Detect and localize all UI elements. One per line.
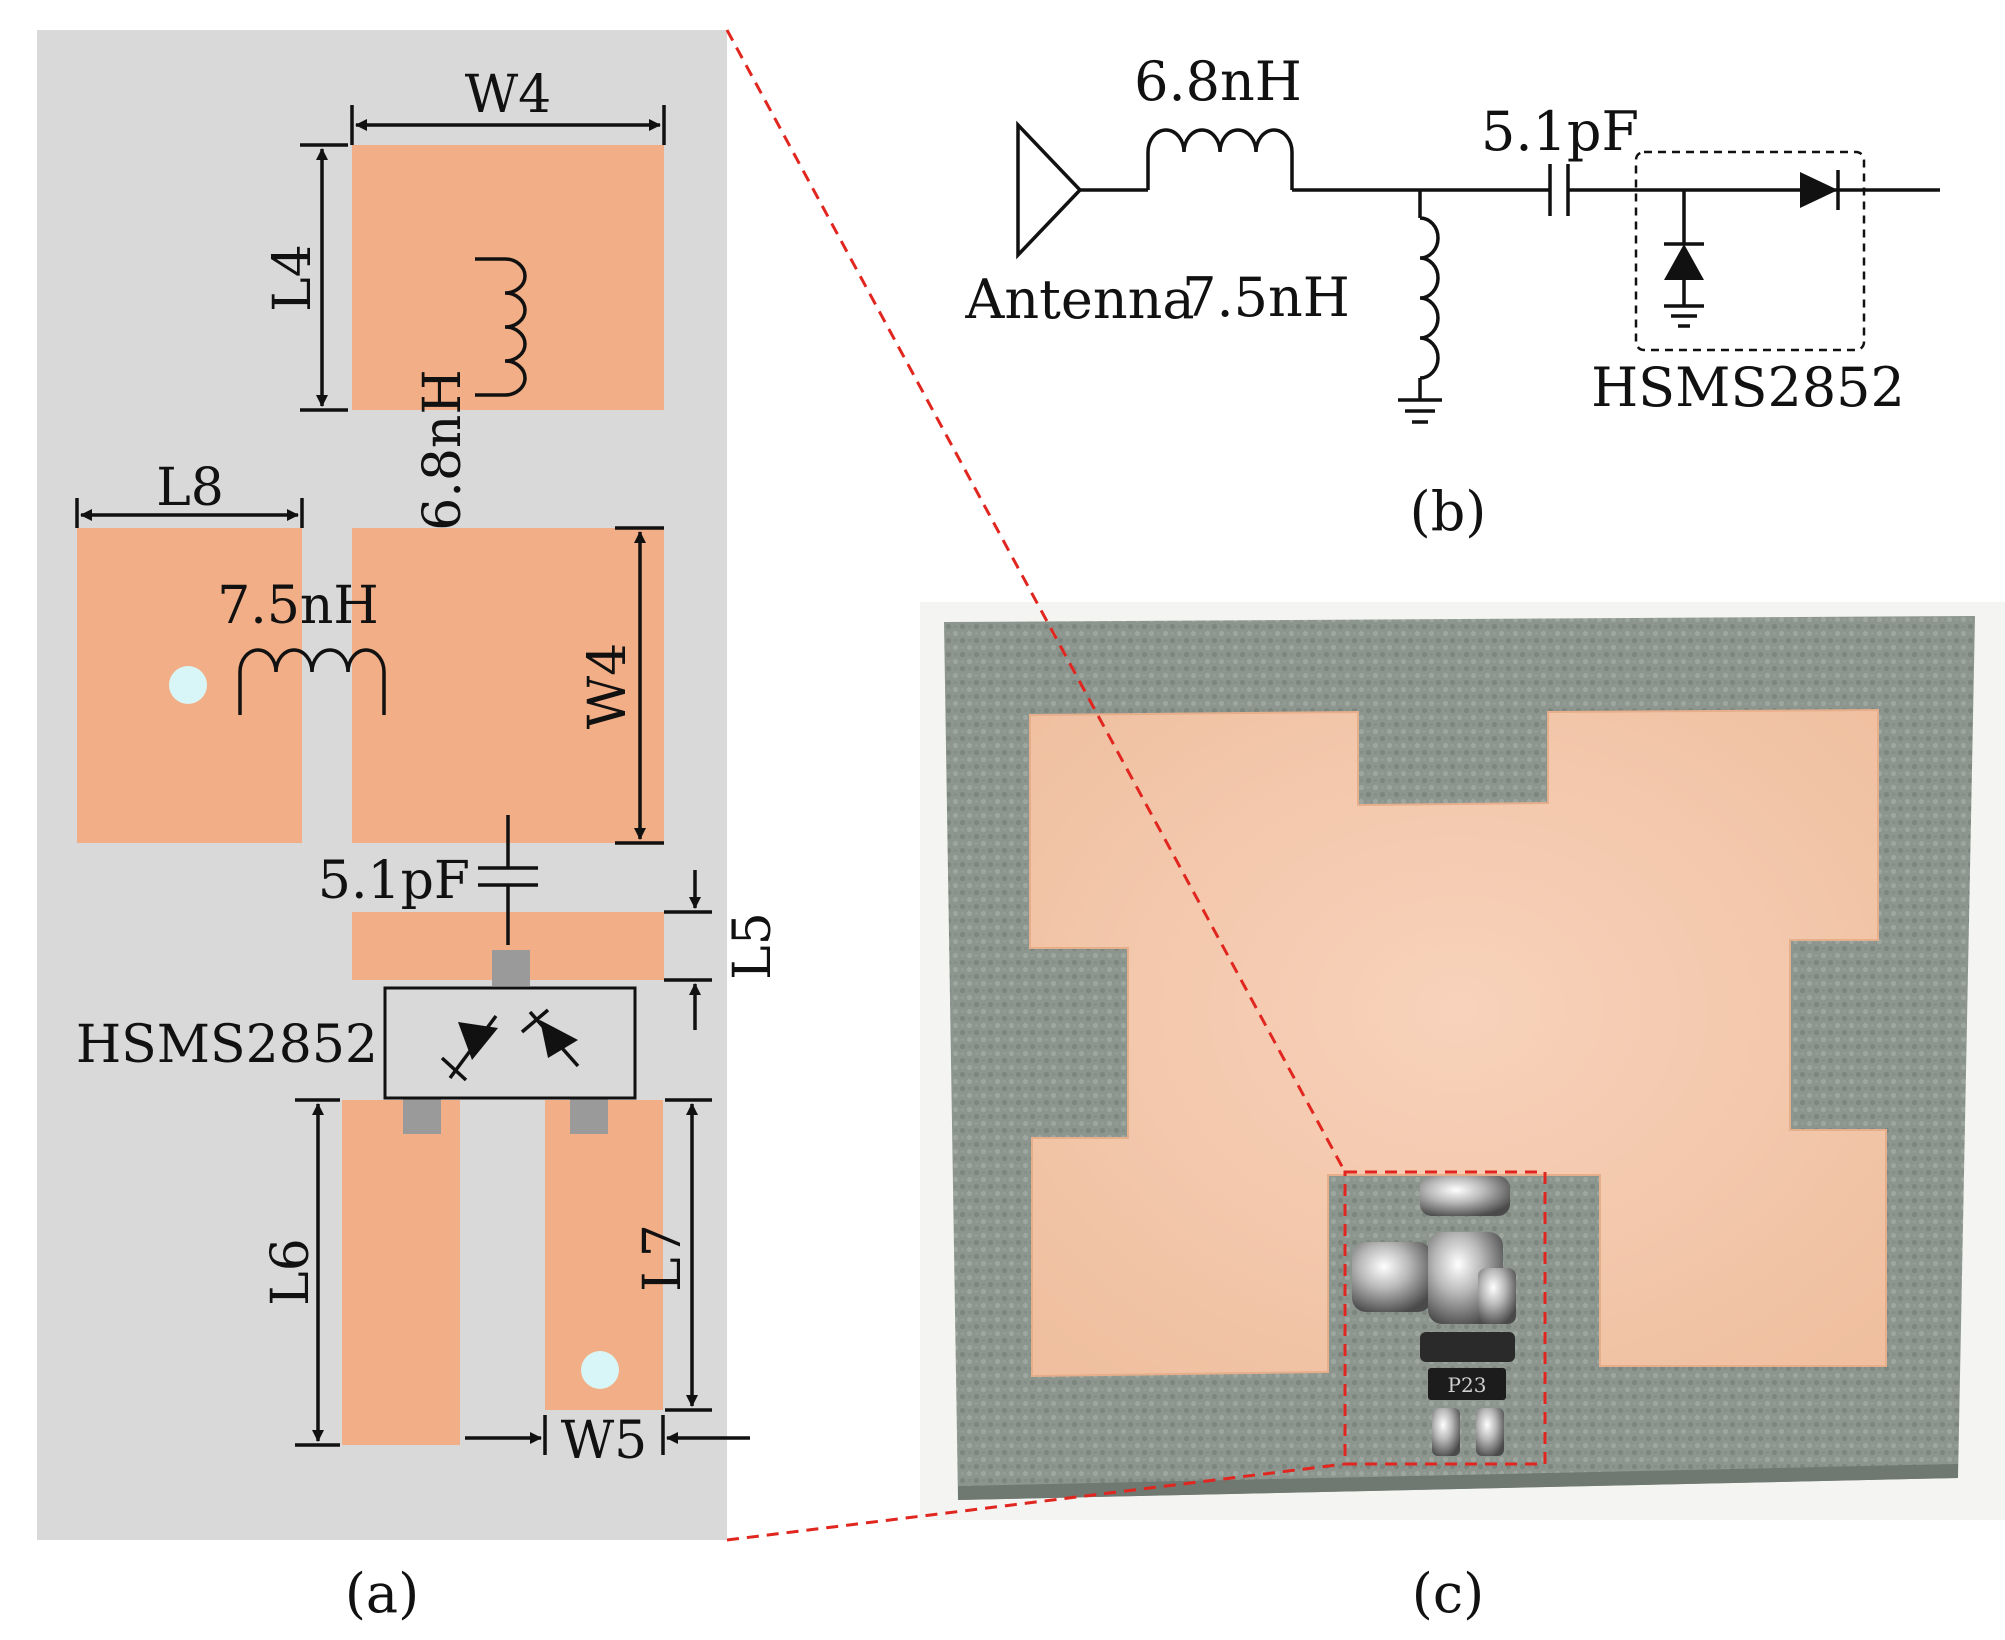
- pad-bottom-right: [570, 1098, 608, 1134]
- zoom-line-top: [725, 29, 1347, 1173]
- strip-l6: [342, 1100, 460, 1445]
- dimension-w4-top: [350, 105, 666, 145]
- panel-b-schematic: Antenna 6.8nH 7.5nH 5.1pF HSMS2852: [964, 50, 1940, 424]
- dimension-l4: [300, 143, 348, 412]
- zoom-line-bottom: [726, 1462, 1346, 1542]
- caption-c: (c): [1412, 1562, 1484, 1625]
- label-w5: W5: [561, 1411, 648, 1471]
- capacitor-schematic-icon: [1548, 164, 1570, 216]
- capacitor-icon: [478, 815, 538, 945]
- inductor-68nh-schematic-icon: [1146, 128, 1294, 190]
- label-l5: L5: [723, 912, 783, 980]
- dimension-l6: [295, 1098, 340, 1447]
- label-w4-side: W4: [578, 643, 638, 730]
- label-capacitor: 5.1pF: [318, 851, 470, 911]
- dimension-w5: [465, 1415, 750, 1455]
- label-capacitor-b: 5.1pF: [1481, 100, 1639, 163]
- label-l6: L6: [261, 1238, 321, 1306]
- pad-bottom-left: [403, 1098, 441, 1134]
- dimension-l8: [75, 498, 304, 528]
- label-inductor-68nh-b: 6.8nH: [1134, 50, 1302, 113]
- zoom-box: [1343, 1170, 1547, 1466]
- middle-patch: [352, 528, 664, 843]
- diode-package-outline: [383, 986, 637, 1100]
- diode-shunt-icon: [1664, 242, 1704, 328]
- panel-a-layout: W4 L4 L8 W4 L5: [37, 30, 783, 1540]
- via-left: [169, 666, 207, 704]
- label-diode-package-b: HSMS2852: [1591, 356, 1905, 419]
- label-inductor-68nh: 6.8nH: [413, 369, 473, 531]
- chip-marking: P23: [1448, 1373, 1487, 1397]
- via-bottom: [581, 1351, 619, 1389]
- inductor-75nh-schematic-icon: [1419, 216, 1440, 380]
- substrate-edge: [958, 1464, 1958, 1500]
- inductor-68nh-icon: [475, 257, 527, 397]
- label-w4-top: W4: [465, 65, 552, 125]
- pad-top: [492, 950, 530, 986]
- diode-symbol-right-icon: [520, 1008, 580, 1068]
- label-l8: L8: [156, 458, 224, 518]
- inductor-75nh-icon: [238, 648, 386, 715]
- dimension-l5: [664, 870, 712, 1030]
- diode-symbol-left-icon: [440, 1014, 498, 1082]
- label-diode-package: HSMS2852: [76, 1015, 378, 1075]
- caption-b: (b): [1410, 480, 1487, 543]
- label-l4: L4: [263, 244, 323, 312]
- caption-a: (a): [345, 1562, 419, 1625]
- chip-p23: [1428, 1368, 1506, 1400]
- label-inductor-75nh-b: 7.5nH: [1182, 266, 1350, 329]
- diode-package-box: [1634, 150, 1866, 352]
- soldered-components: P23: [1352, 1176, 1516, 1456]
- top-patch: [352, 145, 664, 410]
- ground-icon: [1398, 385, 1442, 424]
- dimension-w4-side: [615, 526, 664, 845]
- dimension-l7: [665, 1098, 712, 1412]
- label-l7: L7: [633, 1224, 693, 1292]
- antenna-icon: [1016, 120, 1083, 260]
- patch-antenna: [1029, 708, 1887, 1378]
- label-inductor-75nh: 7.5nH: [217, 576, 379, 636]
- label-antenna: Antenna: [964, 268, 1194, 331]
- diode-series-icon: [1800, 170, 1840, 210]
- panel-c-photo: P23: [920, 602, 2005, 1520]
